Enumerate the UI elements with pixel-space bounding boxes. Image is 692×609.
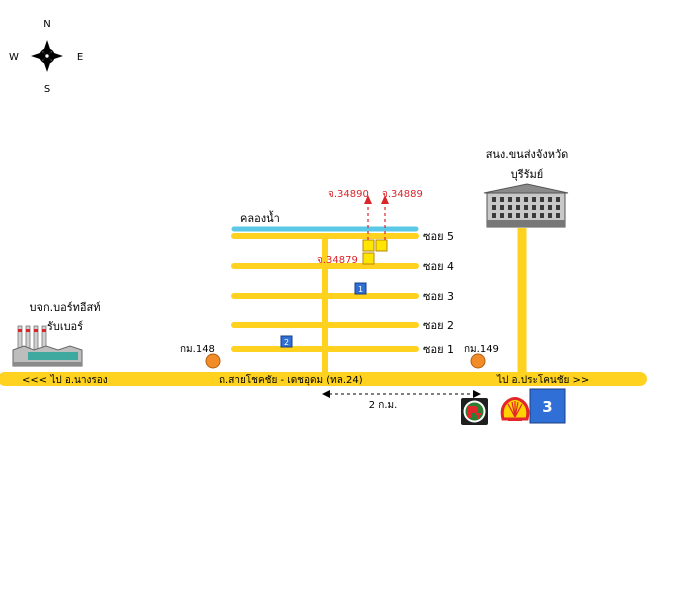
compass-east: E — [77, 52, 83, 63]
to-prakhon-chai-label: ไป อ.ประโคนชัย >> — [496, 373, 589, 386]
soi-5-label: ซอย 5 — [423, 230, 454, 243]
compass-north: N — [43, 19, 50, 30]
marker-3-label: 3 — [542, 398, 552, 416]
marker-3 — [529, 388, 566, 424]
factory-label-line2: รับเบอร์ — [47, 320, 83, 333]
soi-2-label: ซอย 2 — [423, 319, 454, 332]
transport-office-label-line1: สนง.ขนส่งจังหวัด — [486, 148, 569, 161]
transport-office-label-line2: บุรีรัมย์ — [511, 168, 544, 181]
arrow-head-icon — [364, 195, 372, 204]
arrow-left-icon — [322, 390, 330, 398]
factory-label-line1: บจก.บอร์ทอีสท์ — [30, 301, 101, 314]
parcel-34879 — [362, 252, 375, 265]
distance-label: 2 ก.ม. — [369, 400, 398, 411]
canal-label: คลองน้ำ — [240, 210, 280, 225]
to-nang-rong-label: <<< ไป อ.นางรอง — [22, 374, 108, 386]
parcel-34890 — [362, 239, 375, 252]
compass-west: W — [9, 52, 19, 63]
km-148-label: กม.148 — [180, 344, 215, 355]
marker-2-label: 2 — [284, 338, 289, 347]
soi-1-label: ซอย 1 — [423, 343, 454, 356]
km-149-label: กม.149 — [464, 344, 499, 355]
building-icon — [483, 183, 569, 228]
parcel-label-34889: จ.34889 — [382, 189, 423, 200]
arrow-head-icon — [381, 195, 389, 204]
compass-south: S — [44, 84, 50, 95]
soi-3-label: ซอย 3 — [423, 290, 454, 303]
pt-station-icon — [461, 398, 488, 425]
km-148-marker — [205, 353, 221, 369]
marker-1-label: 1 — [358, 285, 363, 294]
factory-icon — [12, 325, 83, 367]
soi-4-label: ซอย 4 — [423, 260, 454, 273]
km-149-marker — [470, 353, 486, 369]
parcel-label-34890: จ.34890 — [328, 189, 369, 200]
compass-rose-icon: N S E W — [9, 19, 83, 95]
parcel-label-34879: จ.34879 — [317, 255, 358, 266]
main-road-label: ถ.สายโชคชัย - เดชอุดม (ทล.24) — [219, 373, 363, 386]
marker-1 — [354, 282, 367, 295]
arrow-right-icon — [473, 390, 481, 398]
parcel-34889 — [375, 239, 388, 252]
marker-2 — [280, 335, 293, 348]
shell-station-icon — [500, 397, 530, 421]
